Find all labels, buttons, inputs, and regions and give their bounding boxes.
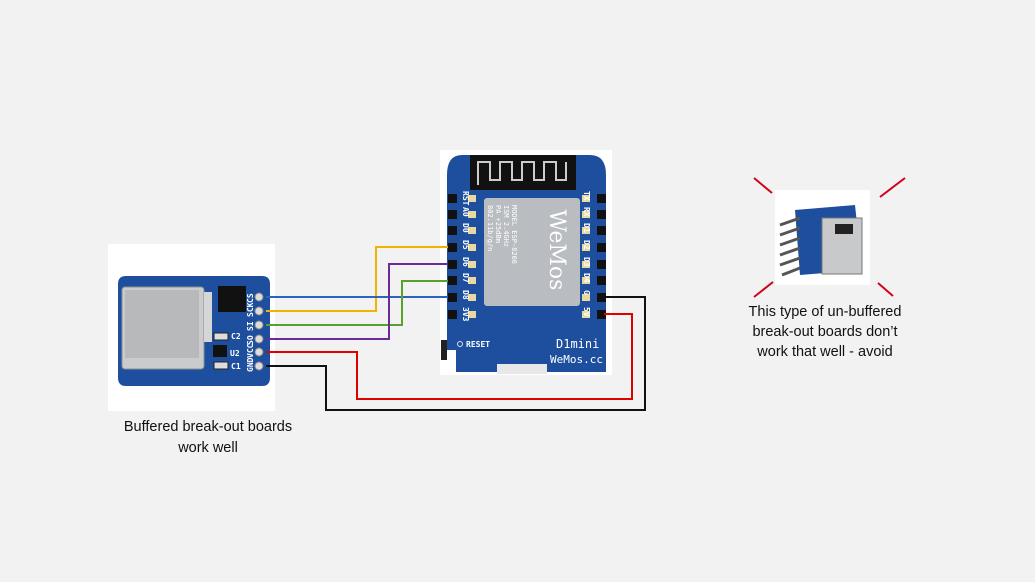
sd-pin-label: SO bbox=[246, 335, 255, 345]
d1-left-pin-label: 3V3 bbox=[461, 307, 470, 322]
sd-pin-label: CS bbox=[246, 293, 255, 303]
wire-si-d7 bbox=[266, 280, 448, 326]
module-text: PA +25dBm bbox=[494, 205, 502, 243]
d1-pin-header bbox=[597, 194, 606, 203]
wire-sck-d5 bbox=[266, 246, 448, 312]
d1-right-pin-label: D3 bbox=[582, 257, 591, 267]
d1-right-pin-label: 5V bbox=[582, 307, 591, 317]
d1-left-pin-label: D7 bbox=[461, 273, 470, 283]
wires bbox=[266, 246, 646, 411]
d1-right-pin-label: G bbox=[582, 290, 591, 295]
d1-pin-header bbox=[448, 226, 457, 235]
d1-pin-header bbox=[448, 276, 457, 285]
sd-pin-label: SCK bbox=[246, 302, 255, 317]
d1-pin-header bbox=[597, 276, 606, 285]
board-name: D1mini bbox=[556, 337, 599, 351]
sd-pin-pad bbox=[254, 320, 264, 330]
d1-pin-header bbox=[448, 293, 457, 302]
right-caption-line-3: work that well - avoid bbox=[756, 344, 892, 360]
sd-pin-pad bbox=[254, 334, 264, 344]
right-caption-line-1: This type of un-buffered bbox=[749, 304, 902, 320]
d1-pin-header bbox=[448, 194, 457, 203]
d1-left-pin-label: D0 bbox=[461, 223, 470, 233]
board-site: WeMos.cc bbox=[550, 353, 603, 366]
d1-left-pin-label: D8 bbox=[461, 290, 470, 300]
d1-pin-header bbox=[597, 293, 606, 302]
d1-pin-header bbox=[597, 310, 606, 319]
d1-right-pin-label: D2 bbox=[582, 240, 591, 250]
sd-pin-pad bbox=[254, 361, 264, 371]
d1-pin-header bbox=[597, 243, 606, 252]
module-text: 802.11b/g/n bbox=[486, 205, 494, 251]
d1-right-pin-label: TX bbox=[582, 191, 591, 201]
module-text: ISM 2.4GHz bbox=[502, 205, 510, 247]
d1-pin-header bbox=[448, 210, 457, 219]
component-label: C1 bbox=[231, 362, 241, 371]
left-caption-line-2: work well bbox=[177, 440, 238, 456]
right-caption-line-2: break-out boards don’t bbox=[752, 324, 897, 340]
sd-pin-pad bbox=[254, 292, 264, 302]
d1-left-pin-label: D6 bbox=[461, 257, 470, 267]
d1-right-pin-label: RX bbox=[582, 207, 591, 217]
d1-right-pin-label: D1 bbox=[582, 223, 591, 233]
wire-vcc-5v bbox=[266, 313, 633, 400]
d1-pin-header bbox=[597, 260, 606, 269]
wemos-logo: WeMos bbox=[544, 210, 569, 291]
sd-pin-label: GND bbox=[246, 357, 255, 372]
d1-pin-header bbox=[448, 260, 457, 269]
d1-left-pin-label: D5 bbox=[461, 240, 470, 250]
cross-mark bbox=[753, 177, 906, 298]
component-label: U2 bbox=[230, 349, 240, 358]
component-label: C2 bbox=[231, 332, 241, 341]
sd-pin-label: VCC bbox=[246, 343, 255, 358]
sd-pin-pad bbox=[254, 347, 264, 357]
d1-left-pin-label: A0 bbox=[461, 207, 470, 217]
sd-pin-label: SI bbox=[246, 321, 255, 331]
reset-label: RESET bbox=[466, 340, 490, 349]
d1-right-pin-label: D4 bbox=[582, 273, 591, 283]
wire-so-d6 bbox=[266, 263, 448, 340]
wire-gnd-g bbox=[266, 296, 646, 411]
d1-pin-header bbox=[597, 226, 606, 235]
module-text: MODEL ESP-8266 bbox=[510, 205, 518, 264]
left-caption-line-1: Buffered break-out boards bbox=[124, 419, 292, 435]
d1-pin-header bbox=[448, 243, 457, 252]
d1-pin-header bbox=[448, 310, 457, 319]
sd-pin-pad bbox=[254, 306, 264, 316]
d1-pin-header bbox=[597, 210, 606, 219]
unbuffered-sd-board-image bbox=[753, 177, 906, 298]
reset-button bbox=[441, 340, 447, 360]
d1-left-pin-label: RST bbox=[461, 191, 470, 206]
